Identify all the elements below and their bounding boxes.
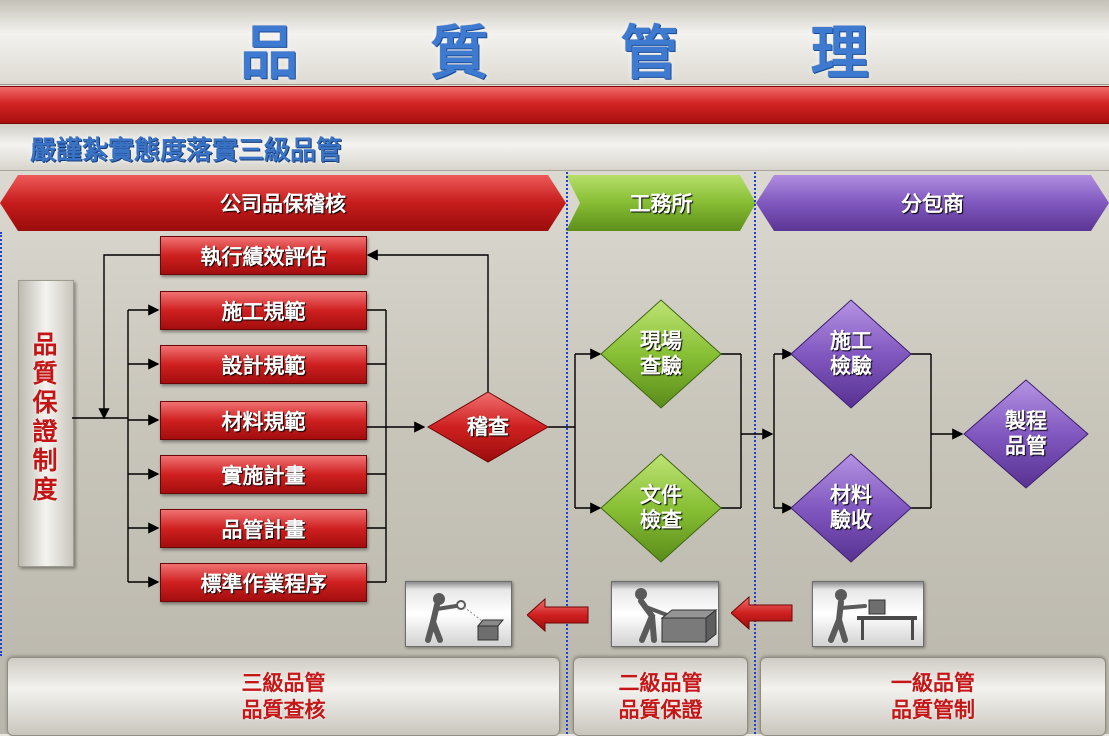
header-site-office: 工務所 [566, 175, 756, 231]
diamond-process-qc-label: 製程 品管 [976, 408, 1076, 460]
diamond-doc-check-line1: 文件 [640, 483, 682, 507]
arrow-left-2 [731, 596, 793, 630]
diamond-doc-check [600, 453, 722, 563]
diamond-process-qc [963, 379, 1089, 489]
vertical-label-box [18, 280, 74, 567]
diamond-material-accept-line1: 材料 [830, 483, 872, 507]
diamond-doc-check-label: 文件 檢查 [611, 482, 711, 534]
footer-level2: 二級品管 品質保證 [573, 657, 748, 736]
diamond-process-qc-line2: 品管 [1005, 434, 1047, 458]
arrow-left-1 [527, 598, 589, 632]
footer-level3-line2: 品質查核 [241, 697, 326, 722]
diamond-site-inspection-line2: 查驗 [640, 354, 682, 378]
diamond-audit [427, 391, 549, 463]
box-performance-evaluation: 執行績效評估 [160, 236, 367, 275]
box-implementation-plan: 實施計畫 [160, 455, 367, 494]
diamond-material-accept-label: 材料 驗收 [801, 482, 901, 534]
footer-level1: 一級品管 品質管制 [760, 657, 1106, 736]
separator-company-site [566, 172, 568, 734]
footer-level2-line1: 二級品管 [618, 670, 703, 695]
diamond-construction-check-line2: 檢驗 [830, 354, 872, 378]
diamond-material-accept [790, 453, 912, 563]
vertical-label: 品質保證制度 [32, 330, 58, 504]
box-material-spec: 材料規範 [160, 401, 367, 440]
header-subcontractor: 分包商 [756, 175, 1109, 231]
diamond-material-accept-line2: 驗收 [830, 508, 872, 532]
diamond-audit-label: 稽查 [467, 414, 509, 439]
red-band [0, 86, 1109, 124]
diamond-doc-check-line2: 檢查 [640, 508, 682, 532]
diamond-process-qc-line1: 製程 [1005, 409, 1047, 433]
subtitle-band [0, 124, 1109, 171]
page-subtitle: 嚴謹紮實態度落實三級品管 [30, 136, 343, 166]
separator-left [0, 232, 2, 656]
diamond-construction-check-line1: 施工 [830, 329, 872, 353]
footer-level3: 三級品管 品質查核 [7, 657, 560, 736]
box-sop: 標準作業程序 [160, 563, 367, 602]
footer-level2-line2: 品質保證 [618, 697, 703, 722]
footer-level1-line2: 品質管制 [891, 697, 975, 722]
box-qc-plan: 品管計畫 [160, 509, 367, 548]
footer-level3-line1: 三級品管 [241, 670, 326, 695]
footer-level1-line1: 一級品管 [891, 670, 975, 695]
worker-box-icon [611, 581, 719, 647]
inspector-magnifier-icon [405, 581, 512, 647]
box-design-spec: 設計規範 [160, 345, 367, 384]
worker-conveyor-icon [812, 581, 924, 647]
header-company-audit: 公司品保稽核 [0, 175, 566, 231]
diamond-site-inspection-line1: 現場 [640, 329, 682, 353]
diamond-construction-check [790, 299, 912, 409]
separator-site-sub [754, 172, 756, 734]
box-construction-spec: 施工規範 [160, 291, 367, 330]
diamond-site-inspection-label: 現場 查驗 [611, 328, 711, 380]
diamond-site-inspection [600, 299, 722, 409]
diamond-construction-check-label: 施工 檢驗 [801, 328, 901, 380]
page-title: 品 質 管 理 [240, 19, 925, 87]
title-band [0, 0, 1109, 85]
